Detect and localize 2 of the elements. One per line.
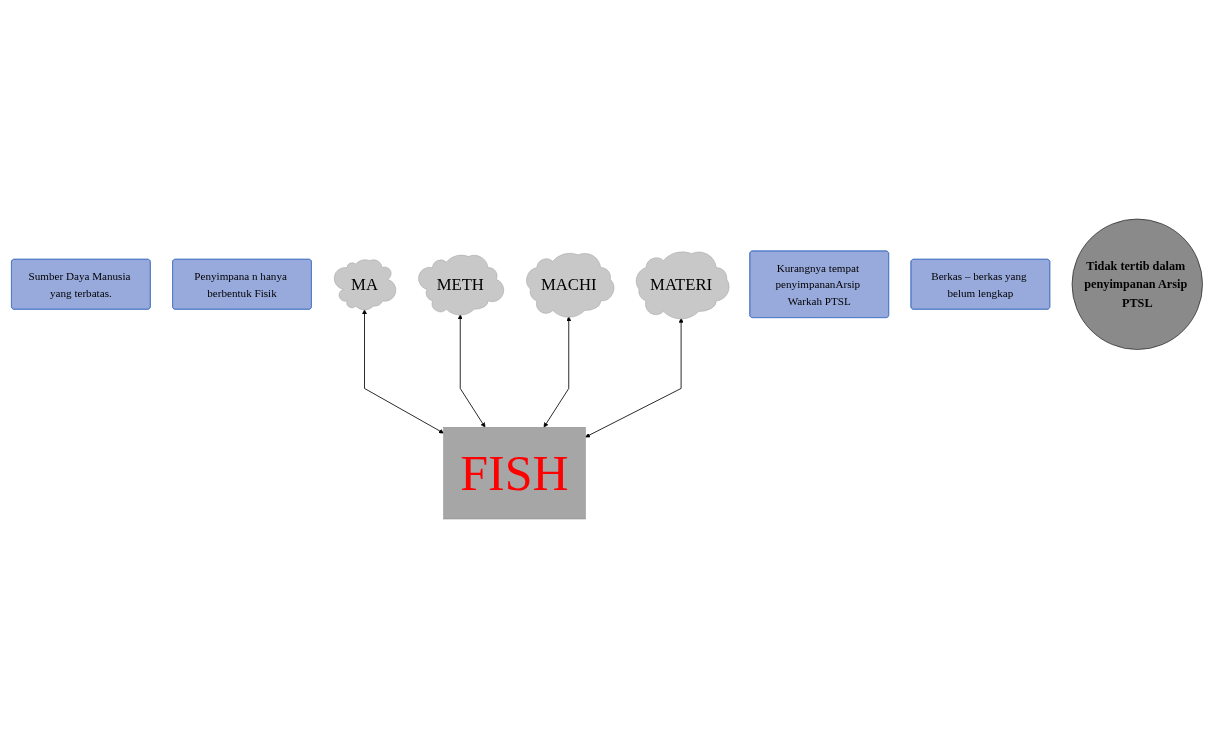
node-box: FISH xyxy=(443,427,586,520)
node-circle: Tidak tertib dalam penyimpanan Arsip PTSL xyxy=(1071,218,1203,350)
